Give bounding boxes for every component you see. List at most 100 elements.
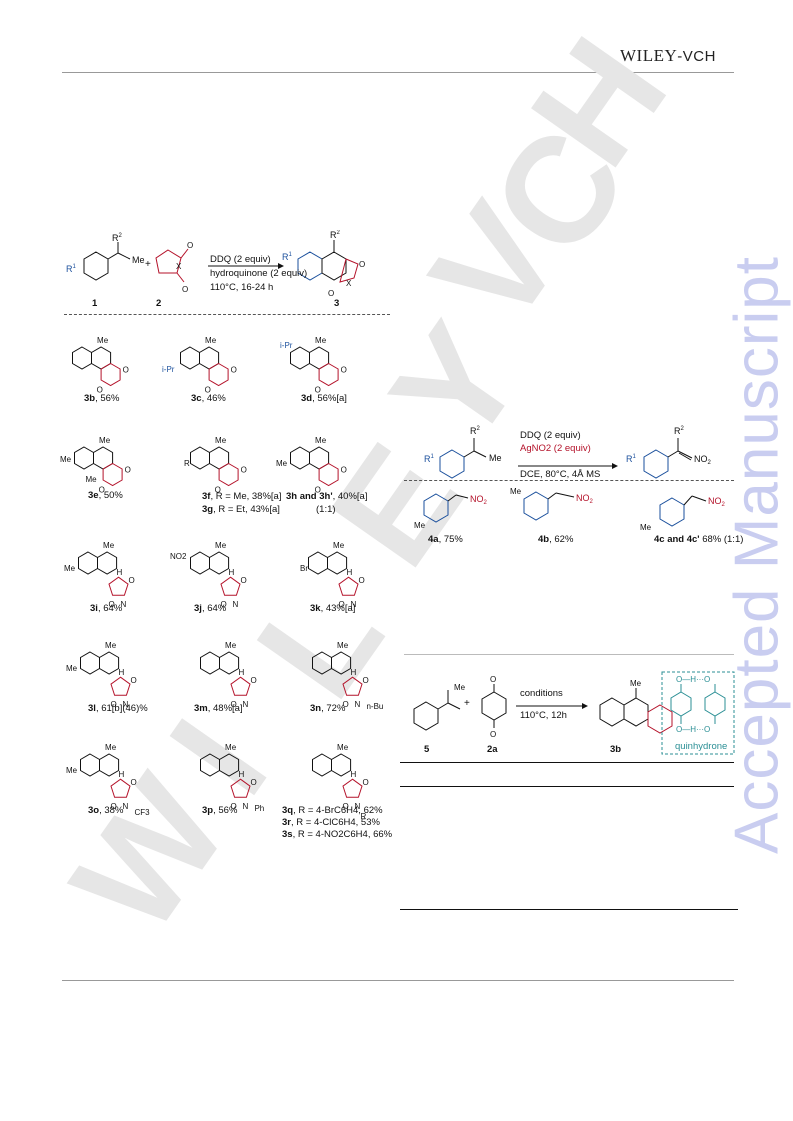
plus-sign: + [145, 259, 151, 270]
ipr-label: i-Pr [162, 365, 175, 374]
product-label-4b: 4b, 62% [538, 534, 574, 545]
compound-label-3k: 3k, 43%[a] [310, 603, 356, 614]
me-label: Me [414, 521, 426, 530]
r1-label: R1 [424, 454, 435, 464]
control-reagent-2a-number: 2a [487, 744, 498, 755]
oxygen-label: O [328, 289, 334, 298]
compound-label-3o: 3o, 38% [88, 805, 124, 816]
hydrogen-label: H [346, 568, 352, 577]
publisher-suffix: -VCH [677, 48, 716, 65]
nitrogen-label: N [232, 600, 238, 609]
oxygen-label: O [315, 386, 321, 395]
oxygen-label: O [123, 366, 129, 375]
compound-label-3b: 3b, 56% [84, 393, 120, 404]
reagent-1-structure [83, 242, 131, 281]
oxygen-label: O [97, 386, 103, 395]
compound-label-3n: 3n, 72% [310, 703, 346, 714]
reagent-1-number: 1 [92, 298, 98, 309]
hydrogen-label: H [118, 770, 124, 779]
no2-label: NO2 [170, 552, 187, 561]
me-label: Me [105, 743, 117, 752]
oxygen-label: O [110, 802, 116, 811]
control-condition-1: conditions [520, 688, 563, 699]
quinhydrone-label: quinhydrone [675, 741, 728, 752]
table-rule-top [400, 762, 734, 763]
ring [190, 446, 210, 470]
oxygen-label: O [358, 576, 364, 585]
oxygen-label: O [315, 486, 321, 495]
oxygen-label: O [341, 466, 347, 475]
me-label: Me [337, 743, 349, 752]
ring [327, 551, 348, 575]
hydrogen-label: H [350, 668, 356, 677]
me-label: Me [454, 683, 466, 692]
cf3-label: CF3 [134, 808, 150, 817]
oxygen-label: O [187, 241, 193, 250]
imide-ring [342, 778, 363, 798]
nitration-condition-3: DCE, 80°C, 4Å MS [520, 469, 601, 480]
ring [219, 753, 240, 777]
nitration-condition-2: AgNO2 (2 equiv) [520, 443, 591, 454]
condition-2: hydroquinone (2 equiv) [210, 268, 308, 279]
compound-structure-grid: MeOOMeOOi-PrMeOOi-PrMeOOMeMeMeOORMeOOMeM… [60, 336, 383, 821]
condition-3: 110°C, 16-24 h [210, 282, 274, 293]
product-4c-ring [659, 497, 685, 527]
scheme-divider [64, 314, 390, 315]
oxygen-label: O [341, 366, 347, 375]
compound-label-3i: 3i, 64% [90, 603, 123, 614]
nitration-divider [404, 480, 734, 481]
nitrogen-label: N [242, 802, 248, 811]
compound-label-3q: 3q, R = 4-BrC6H4, 62% [282, 805, 383, 816]
me-label: Me [225, 743, 237, 752]
ring [308, 551, 328, 575]
me-label: Me [337, 641, 349, 650]
ring [80, 651, 100, 675]
compound-label-3p: 3p, 56% [202, 805, 238, 816]
ring [78, 551, 98, 575]
ring [218, 462, 239, 487]
compound-label-3e: 3e, 50% [88, 490, 123, 501]
ring [318, 362, 339, 387]
imide-ring [342, 676, 363, 696]
imide-ring [110, 778, 131, 798]
ring [331, 651, 352, 675]
br-label: Br [300, 564, 308, 573]
oxygen-label: O [342, 802, 348, 811]
condition-1: DDQ (2 equiv) [210, 254, 271, 265]
me-label: Me [97, 336, 109, 345]
oxygen-label: O [215, 486, 221, 495]
oxygen-label: O [130, 676, 136, 685]
compound-label-3h-ratio: (1:1) [316, 504, 336, 515]
r1-label: R1 [66, 264, 77, 274]
reagent-2-structure [155, 248, 189, 283]
ipr-label: i-Pr [280, 341, 293, 350]
me-label: Me [276, 459, 288, 468]
me-label: Me [315, 436, 327, 445]
oxygen-label: O [230, 700, 236, 709]
hydrogen-label: H [228, 568, 234, 577]
oxygen-label: O [230, 802, 236, 811]
r2-label: R2 [112, 233, 123, 243]
compound-label-3s: 3s, R = 4-NO2C6H4, 66% [282, 829, 393, 840]
nitration-products: NO2 NO2 NO2 Me Me Me [414, 487, 726, 532]
no2-label: NO2 [694, 454, 712, 466]
ring [99, 651, 120, 675]
compound-label-3r: 3r, R = 4-ClC6H4, 53% [282, 817, 380, 828]
me-label: Me [215, 436, 227, 445]
me-label: Me [99, 436, 111, 445]
table-rule-bottom [400, 909, 738, 910]
r-label: R [360, 812, 366, 821]
imide-ring [220, 576, 241, 596]
oxygen-label: O [338, 600, 344, 609]
r2-label: R2 [674, 426, 685, 436]
nitrogen-label: N [350, 600, 356, 609]
product-3-structure [297, 240, 359, 283]
product-3b-structure [599, 688, 673, 734]
product-label-4c: 4c and 4c' 68% (1:1) [654, 534, 744, 545]
ring [209, 551, 230, 575]
nitration-condition-1: DDQ (2 equiv) [520, 430, 581, 441]
r2-label: R2 [330, 230, 341, 240]
control-scheme: Me + O O Me O—H···O O—H···O [413, 671, 735, 755]
me-label: Me [66, 766, 78, 775]
ring [312, 753, 332, 777]
